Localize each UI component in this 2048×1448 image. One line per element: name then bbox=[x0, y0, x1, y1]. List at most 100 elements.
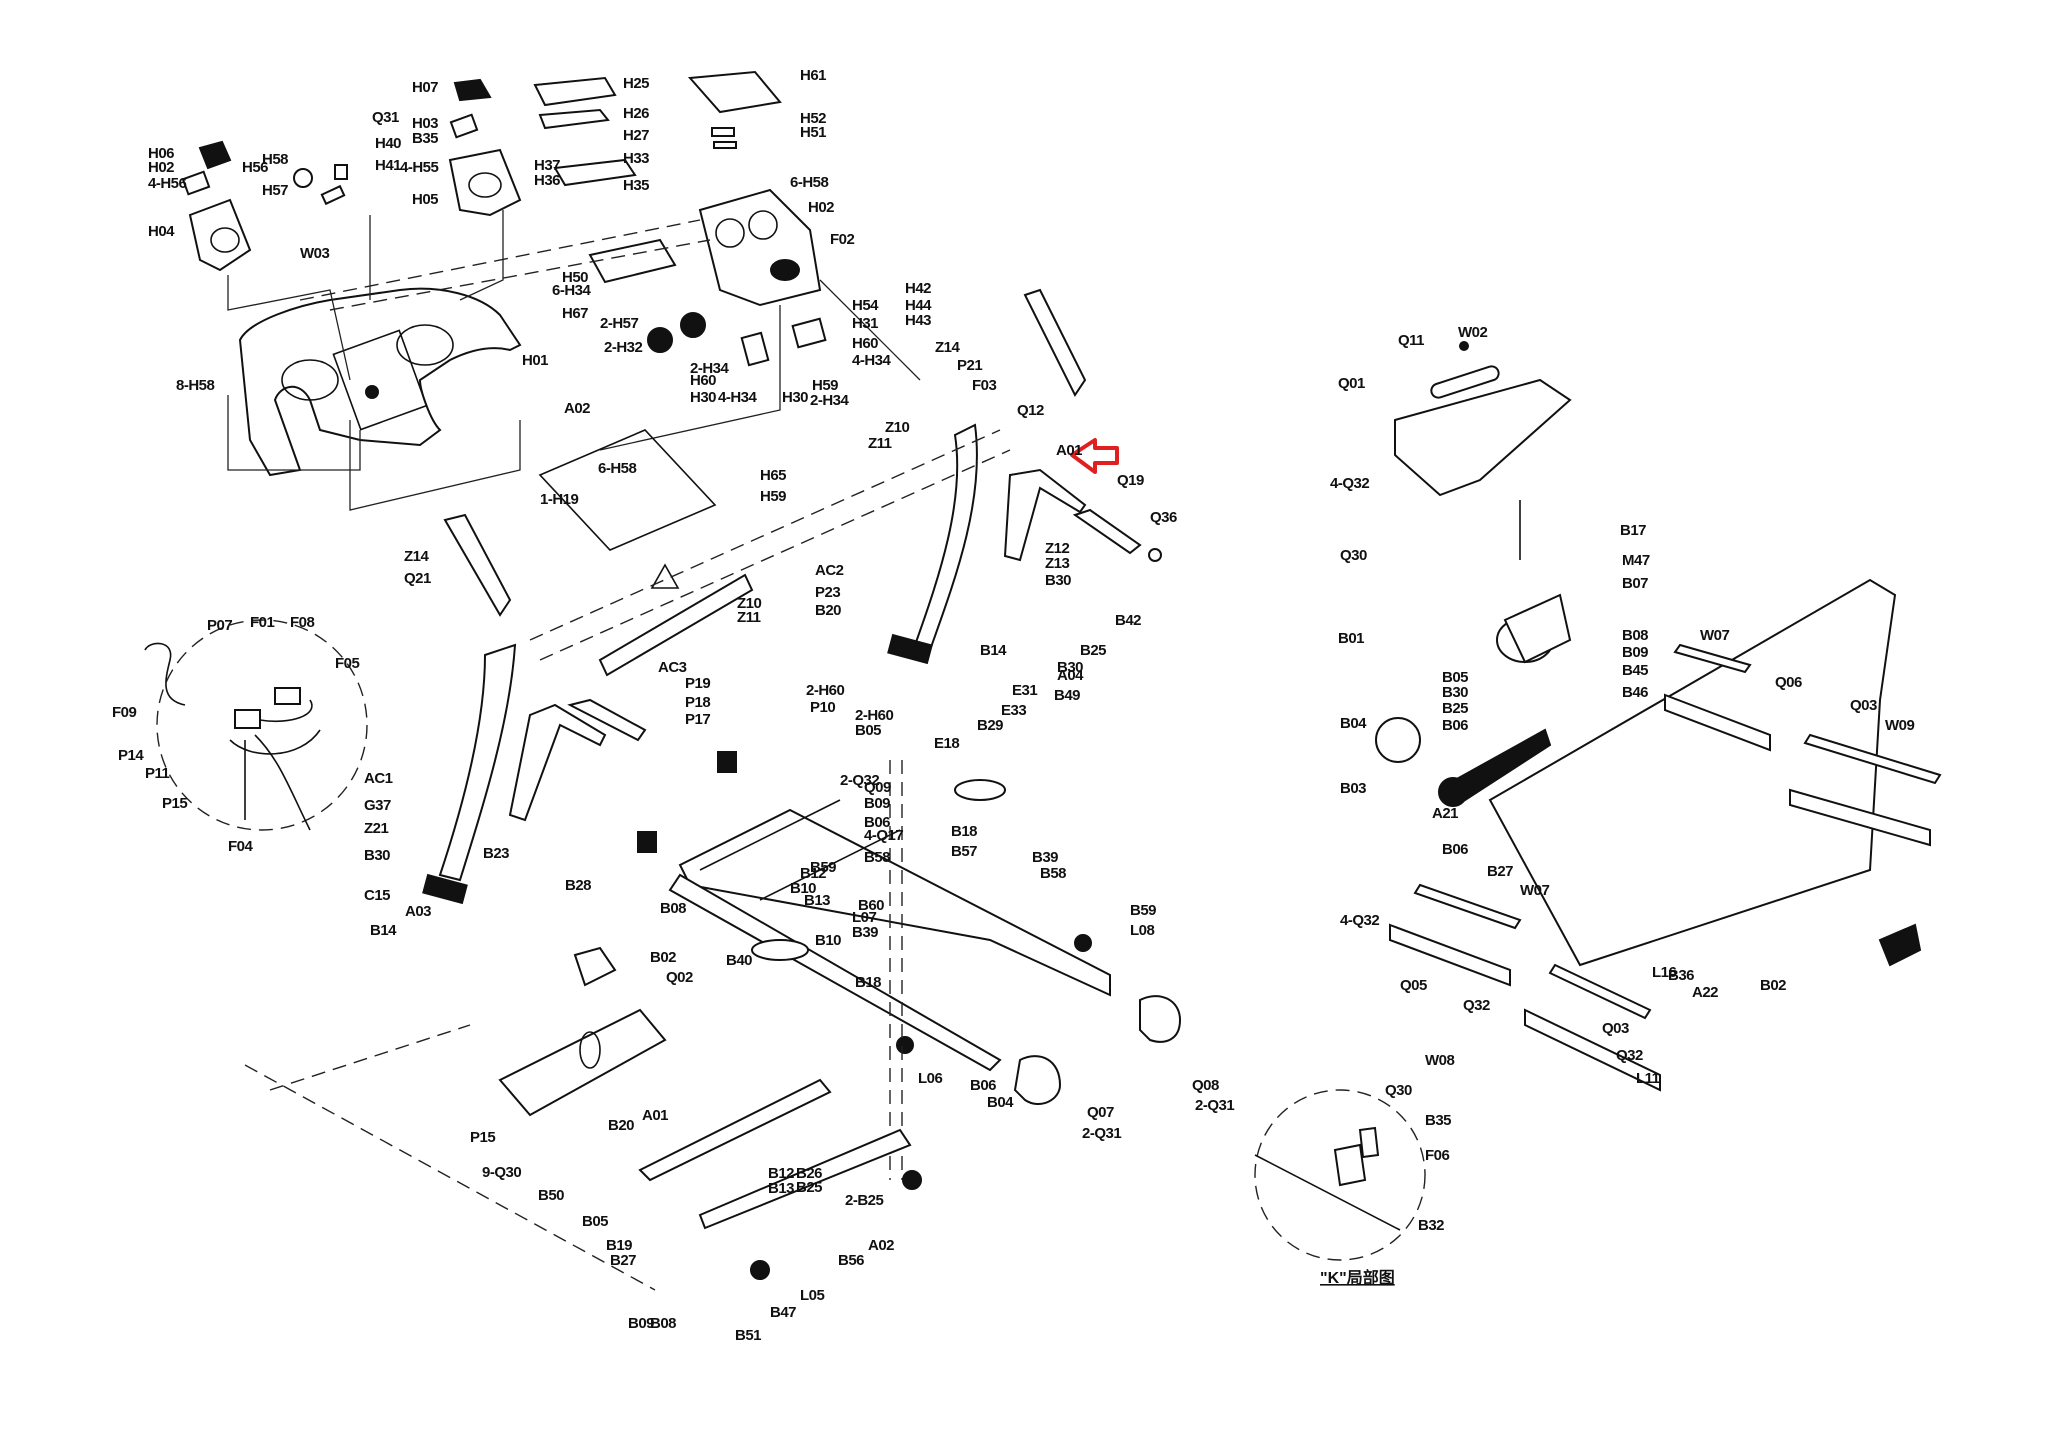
part-label: B09 bbox=[864, 795, 890, 812]
part-label: Q32 bbox=[1616, 1047, 1643, 1064]
part-label: B58 bbox=[1040, 865, 1066, 882]
speaker-grille bbox=[770, 259, 800, 281]
part-label: B30 bbox=[1045, 572, 1071, 589]
part-label: E18 bbox=[934, 735, 959, 752]
holder-h62 bbox=[181, 170, 211, 196]
k-detail-caption: "K"局部图 bbox=[1320, 1268, 1395, 1287]
end-cap-q07 bbox=[1013, 1055, 1062, 1105]
k-detail-circle bbox=[1254, 1089, 1426, 1261]
motor-hood bbox=[1394, 341, 1572, 560]
part-label: H02 bbox=[808, 199, 834, 216]
part-label: H30 bbox=[782, 389, 808, 406]
part-label: B59 bbox=[810, 859, 836, 876]
part-label: H37 bbox=[534, 157, 560, 174]
part-label: B04 bbox=[987, 1094, 1014, 1111]
part-label: B08 bbox=[660, 900, 686, 917]
keypad-h30 bbox=[740, 331, 770, 367]
part-label: B39 bbox=[1032, 849, 1058, 866]
part-label: H52 bbox=[800, 110, 826, 127]
end-block-right bbox=[887, 633, 933, 665]
part-label: H30 bbox=[690, 389, 716, 406]
part-label: Q06 bbox=[1775, 674, 1802, 691]
part-label: B30 bbox=[1442, 684, 1468, 701]
part-label: B01 bbox=[1338, 630, 1364, 647]
part-label: Z12 bbox=[1045, 540, 1070, 557]
part-label: Q31 bbox=[372, 109, 399, 126]
part-label: 1-H19 bbox=[540, 491, 579, 508]
grip-q19 bbox=[1072, 508, 1142, 555]
part-label: AC2 bbox=[815, 562, 844, 579]
part-label: B50 bbox=[538, 1187, 564, 1204]
keypad-h31 bbox=[791, 317, 827, 349]
speaker-left bbox=[715, 218, 745, 248]
part-label: 2-H60 bbox=[806, 682, 845, 699]
part-label: W03 bbox=[300, 245, 330, 262]
part-label: W08 bbox=[1425, 1052, 1455, 1069]
part-label: Z11 bbox=[737, 609, 761, 626]
part-label: H33 bbox=[623, 150, 649, 167]
part-label: C15 bbox=[364, 887, 390, 904]
part-label: H27 bbox=[623, 127, 649, 144]
part-label: W02 bbox=[1458, 324, 1488, 341]
part-label: 4-H56 bbox=[148, 175, 187, 192]
part-label: G37 bbox=[364, 797, 391, 814]
center-tray bbox=[332, 329, 428, 431]
overlay-h26 bbox=[538, 108, 610, 130]
main-frame bbox=[637, 751, 1182, 1180]
cup-holder-left bbox=[188, 198, 252, 272]
part-label: Z10 bbox=[737, 595, 762, 612]
handlebar-left bbox=[508, 703, 607, 822]
part-label: B27 bbox=[610, 1252, 636, 1269]
part-label: 6-H58 bbox=[598, 460, 637, 477]
part-label: H31 bbox=[852, 315, 878, 332]
part-label: H06 bbox=[148, 145, 174, 162]
part-label: Q36 bbox=[1150, 509, 1177, 526]
part-label: Z14 bbox=[935, 339, 961, 356]
part-label: 2-H57 bbox=[600, 315, 639, 332]
part-label: A02 bbox=[564, 400, 590, 417]
k-detail bbox=[1254, 1089, 1426, 1261]
part-label: B09 bbox=[628, 1315, 654, 1332]
frame-rail-lower bbox=[668, 873, 1002, 1072]
display-console-h02 bbox=[698, 188, 822, 307]
part-labels: H07H03B354-H55H05H06H024-H56H04H56H58H57… bbox=[112, 67, 1915, 1344]
cutout-right bbox=[396, 324, 454, 366]
console-assembly bbox=[181, 70, 827, 477]
rail-q03-right bbox=[1789, 788, 1931, 847]
part-label: B51 bbox=[735, 1327, 761, 1344]
rail-q06 bbox=[1664, 693, 1771, 752]
part-label: B14 bbox=[980, 642, 1007, 659]
part-label: B18 bbox=[951, 823, 977, 840]
part-label: 2-Q32 bbox=[840, 772, 879, 789]
switch-p07 bbox=[234, 709, 261, 729]
belt-front bbox=[1453, 728, 1552, 802]
part-label: H43 bbox=[905, 312, 931, 329]
crossbar-ac3 bbox=[598, 573, 754, 677]
part-label: B06 bbox=[1442, 717, 1468, 734]
part-label: B17 bbox=[1620, 522, 1646, 539]
part-label: Q07 bbox=[1087, 1104, 1114, 1121]
part-label: L11 bbox=[1636, 1070, 1660, 1087]
left-arrow-icon bbox=[1070, 438, 1119, 474]
part-label: H59 bbox=[760, 488, 786, 505]
part-label: H40 bbox=[375, 135, 401, 152]
part-label: B42 bbox=[1115, 612, 1141, 629]
part-label: P17 bbox=[685, 711, 710, 728]
part-label: H50 bbox=[562, 269, 588, 286]
part-label: H57 bbox=[262, 182, 288, 199]
part-label: W07 bbox=[1700, 627, 1730, 644]
cap-q12 bbox=[1023, 288, 1087, 397]
part-label: B02 bbox=[650, 949, 676, 966]
part-label: 2-H32 bbox=[604, 339, 643, 356]
cup-ring-left bbox=[210, 227, 240, 253]
upright-ac1 bbox=[438, 643, 517, 882]
part-label: B29 bbox=[977, 717, 1003, 734]
holder-h03 bbox=[449, 113, 479, 139]
part-label: F09 bbox=[112, 704, 137, 721]
part-label: P19 bbox=[685, 675, 710, 692]
part-label: H65 bbox=[760, 467, 786, 484]
part-label: B35 bbox=[1425, 1112, 1451, 1129]
part-label: B08 bbox=[1622, 627, 1648, 644]
part-label: B36 bbox=[1668, 967, 1694, 984]
